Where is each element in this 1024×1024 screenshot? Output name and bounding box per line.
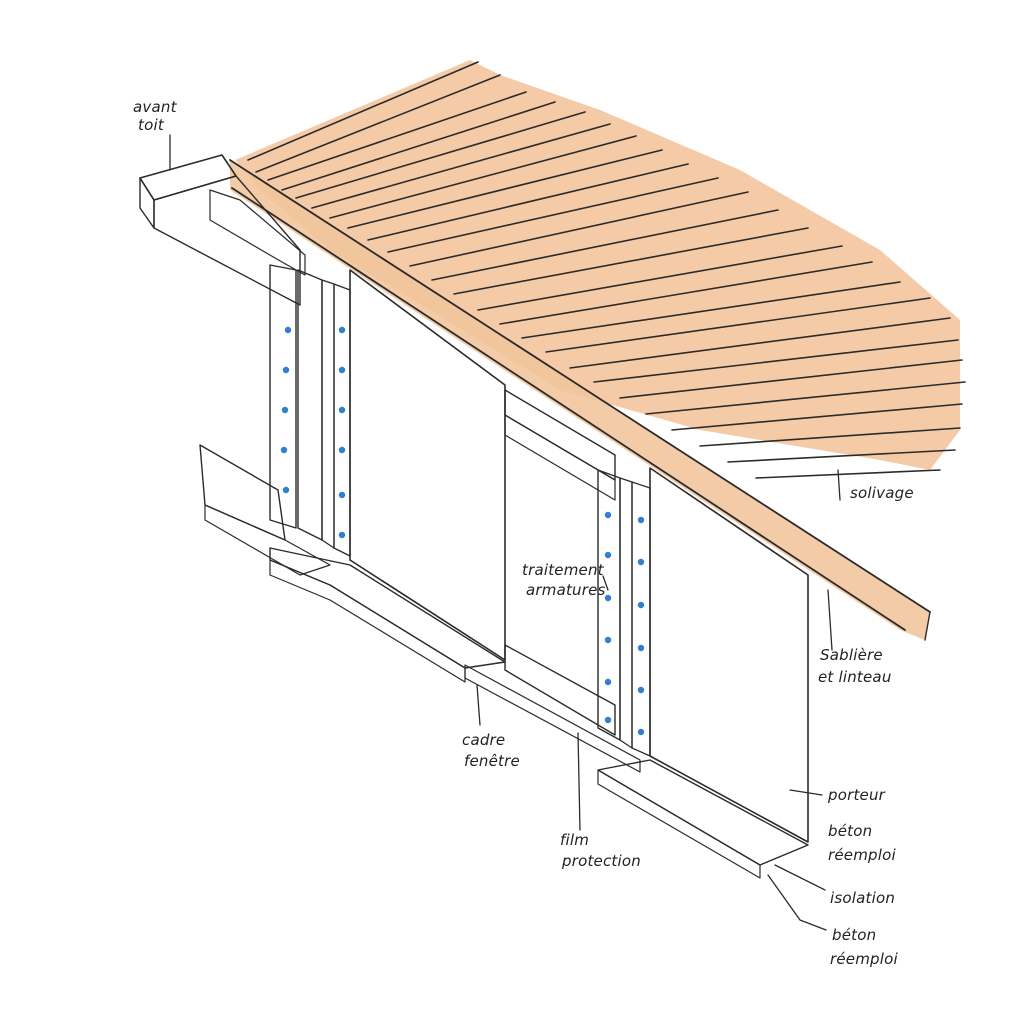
label-cadre-fenetre: cadre fenêtre [462,731,520,770]
label-sabliere-line1: Sablière [820,646,883,664]
label-beton-reemploi-1: béton réemploi [828,822,897,864]
rebar-dots-right [604,511,645,736]
label-traitement-line1: traitement [522,561,605,579]
joists-group [235,60,966,479]
right-footing [597,759,809,879]
label-porteur: porteur [827,786,886,804]
label-beton1-line1: béton [828,822,872,840]
right-wall [597,467,809,843]
label-sabliere-linteau: Sablière et linteau [818,646,892,686]
label-cadre-line1: cadre [462,731,505,749]
label-isolation: isolation [830,889,895,907]
label-avant-toit-line2: toit [138,116,165,134]
joist-lines [247,61,966,479]
label-solivage: solivage [850,484,914,502]
label-beton2-line1: béton [832,926,876,944]
left-footing [269,547,506,683]
label-film-line2: protection [561,852,641,870]
left-frame-piece [199,444,331,576]
label-film-line1: film [560,831,589,849]
top-beam [229,159,931,641]
rebar-dots-left [280,326,346,539]
leader-lines [169,134,841,931]
label-sabliere-line2: et linteau [818,668,892,686]
label-beton1-line2: réemploi [828,846,897,864]
label-beton2-line2: réemploi [830,950,899,968]
label-cadre-line2: fenêtre [464,752,520,770]
label-avant-toit: avant toit [133,98,178,134]
eave [139,154,306,306]
label-film-protection: film protection [560,831,641,870]
label-avant-toit-line1: avant [133,98,178,116]
label-traitement-line2: armatures [526,581,606,599]
label-traitement-armatures: traitement armatures [522,561,606,599]
label-beton-reemploi-2: béton réemploi [830,926,899,968]
